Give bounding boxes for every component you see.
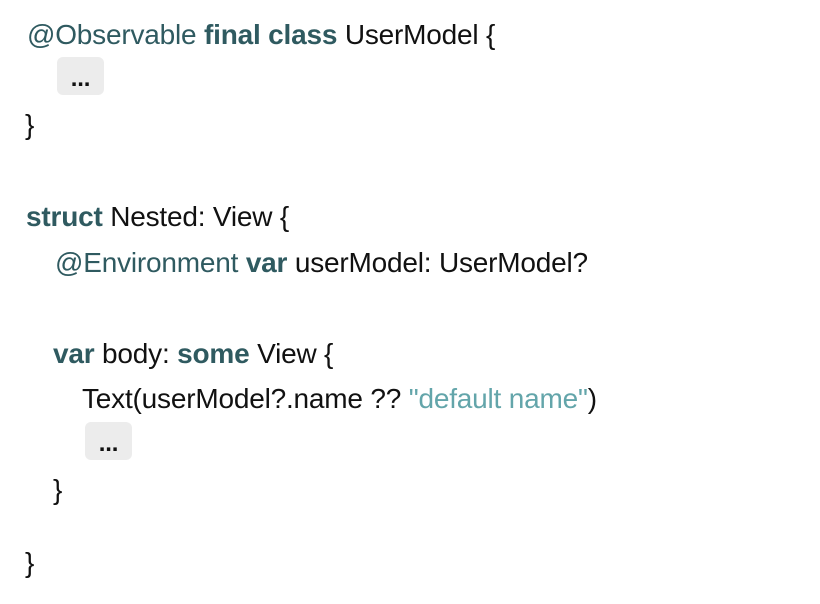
folded-code-button[interactable]: ...: [57, 57, 104, 95]
struct-signature: Nested: View {: [110, 201, 289, 232]
body-name: body:: [102, 338, 170, 369]
some-keyword: some: [177, 338, 250, 369]
code-line-closing-brace: }: [25, 109, 35, 140]
final-keyword: final: [204, 19, 261, 50]
code-line-closing-brace: }: [25, 547, 35, 578]
code-line-text-view: Text(userModel?.name ?? "default name"): [82, 381, 597, 417]
property-declaration: userModel: UserModel?: [294, 247, 588, 278]
var-keyword: var: [245, 247, 288, 278]
folded-code-button[interactable]: ...: [85, 422, 132, 460]
observable-attribute: @Observable: [27, 19, 197, 50]
closing-paren: ): [587, 383, 597, 414]
code-line-class-declaration: @Observable final class UserModel {: [27, 17, 495, 53]
class-name: UserModel {: [344, 19, 496, 50]
environment-attribute: @Environment: [55, 247, 239, 278]
class-keyword: class: [268, 19, 338, 50]
string-literal: "default name": [408, 383, 588, 414]
text-call: Text(userModel?.name ??: [82, 383, 402, 414]
code-line-closing-brace: }: [53, 474, 63, 505]
code-line-body-property: var body: some View {: [53, 336, 333, 372]
code-line-struct-declaration: struct Nested: View {: [26, 199, 289, 235]
body-type: View {: [257, 338, 334, 369]
var-keyword: var: [53, 338, 95, 369]
struct-keyword: struct: [26, 201, 103, 232]
code-line-environment-property: @Environment var userModel: UserModel?: [55, 245, 588, 281]
